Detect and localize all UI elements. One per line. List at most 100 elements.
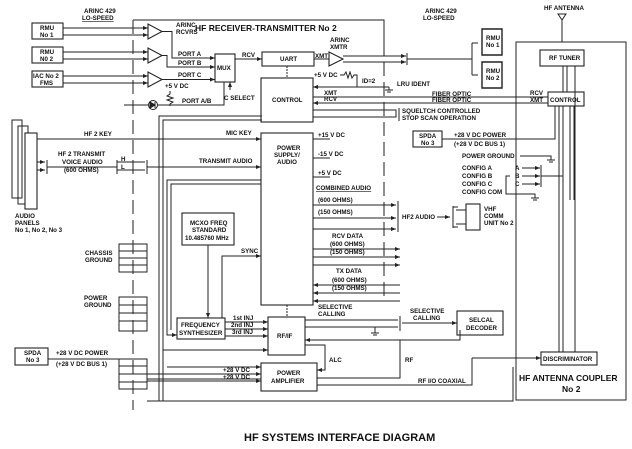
- inj2-label: 2nd INJ: [231, 322, 254, 329]
- mcxo-l3: 10.485760 MHz: [185, 235, 229, 242]
- lo-speed-right-label: LO-SPEED: [423, 15, 455, 22]
- spda-bottom-power-label: +28 V DC POWER: [56, 350, 109, 357]
- arinc-receiver-3: [147, 71, 164, 88]
- discriminator-label: DISCRIMINATOR: [543, 356, 593, 363]
- rmu2-right-l1: RMU: [486, 68, 501, 75]
- spda-top-bus-label: (+28 V DC BUS 1): [454, 141, 505, 148]
- diode-icon: [148, 100, 158, 110]
- coupler-rcv-label: RCV: [530, 90, 544, 97]
- synth-l1: FREQUENCY: [181, 322, 221, 329]
- rmu-no1-right: [481, 28, 503, 56]
- rmu2-left-l1: RMU: [40, 49, 55, 56]
- rcv-fo-label: RCV: [324, 96, 338, 103]
- mcxo-l1: MCXO FREQ: [190, 220, 228, 227]
- audio-panel-1: [24, 132, 38, 210]
- spda-top-l2: No 3: [421, 140, 435, 147]
- arinc429-left-label: ARINC 429: [84, 8, 116, 15]
- squelch-label-2: STOP SCAN OPERATION: [402, 115, 476, 122]
- power-supply-audio-block: [260, 132, 314, 306]
- pin-b: B: [515, 173, 520, 180]
- selective-calling-label-1b: CALLING: [318, 311, 346, 318]
- selective-calling-label-2: SELECTIVE: [410, 308, 444, 315]
- fiber-optic-label-2: FIBER OPTIC: [432, 97, 472, 104]
- power-ground-left-label-2: GROUND: [84, 302, 112, 309]
- pin-a: A: [515, 165, 520, 172]
- selcal-l2: DECODER: [466, 325, 497, 332]
- config-c-label: CONFIG C: [462, 181, 493, 188]
- antenna-coupler-title-1: HF ANTENNA COUPLER: [519, 373, 618, 383]
- port-b-label: PORT B: [178, 60, 202, 67]
- chassis-ground-label-1: CHASSIS: [85, 250, 113, 257]
- rmu2-right-l2: No 2: [486, 75, 500, 82]
- c-select-label: C SELECT: [224, 95, 255, 102]
- selcal-l1: SELCAL: [469, 317, 494, 324]
- rmu1-right-l2: No 1: [486, 42, 500, 49]
- plus5vdc-right-label: +5 V DC: [314, 72, 338, 79]
- iac-l1: IAC No 2: [33, 73, 59, 80]
- chassis-ground-label-2: GROUND: [85, 257, 113, 264]
- rf-tuner-block: [539, 49, 585, 67]
- iac-fms: [31, 70, 64, 88]
- rf-if-block: [267, 316, 306, 356]
- plus5vdc-left-label: +5 V DC: [165, 83, 189, 90]
- config-com-label: CONFIG COM: [462, 189, 502, 196]
- power-ground-block: [118, 296, 148, 332]
- antenna-coupler-outline: [515, 41, 627, 401]
- id2-label: ID=2: [362, 78, 376, 85]
- rf-io-coaxial-label: RF I/O COAXIAL: [418, 378, 466, 385]
- selcal-decoder-block: [456, 310, 504, 336]
- mcxo-l2: STANDARD: [192, 227, 227, 234]
- combined-audio-label: COMBINED AUDIO: [316, 185, 371, 192]
- alc-label: ALC: [329, 357, 342, 364]
- p28-b-label: +28 V DC: [223, 374, 251, 381]
- port-a-label: PORT A: [178, 51, 202, 58]
- receiver-transmitter-title: HF RECEIVER-TRANSMITTER No 2: [195, 23, 337, 33]
- xmt-label: XMT: [315, 53, 328, 60]
- audio-panels-label-3: No 1, No 2, No 3: [15, 227, 63, 234]
- squelch-label-1: SQUELTCH CONTROLLED: [402, 108, 481, 115]
- power-amplifier-block: [260, 362, 318, 392]
- spda-top-power-label: +28 V DC POWER: [454, 132, 507, 139]
- ohm150-audio: (150 OHMS): [318, 209, 353, 216]
- control-block: [260, 77, 314, 123]
- spda-bottom-l2: No 3: [26, 357, 40, 364]
- pa-l2: AMPLIFIER: [271, 378, 305, 385]
- rmu-no1-left: [31, 22, 64, 40]
- diagram-title: HF SYSTEMS INTERFACE DIAGRAM: [244, 432, 435, 444]
- tx-data-label: TX DATA: [336, 268, 362, 275]
- mux-label: MUX: [217, 65, 232, 72]
- hf2-tx-label-2: VOICE AUDIO: [62, 159, 103, 166]
- arinc-transmitter: [328, 51, 345, 67]
- audio-panels-label-1: AUDIO: [15, 213, 35, 220]
- inj1-label: 1st INJ: [233, 315, 254, 322]
- power-ground-right-label: POWER GROUND: [462, 153, 515, 160]
- audio-panel-3: [11, 119, 23, 199]
- plus15vdc-label: +15 V DC: [318, 132, 346, 139]
- pa-l1: POWER: [277, 370, 301, 377]
- mux-block: [214, 53, 236, 83]
- rmu1-right-l1: RMU: [486, 35, 501, 42]
- port-c-label: PORT C: [178, 72, 202, 79]
- hf2-key-label: HF 2 KEY: [84, 131, 113, 138]
- ohm600-rcv: (600 OHMS): [330, 241, 365, 248]
- power-supply-label-3: AUDIO: [277, 159, 297, 166]
- hf2-tx-label-3: (600 OHMS): [64, 167, 99, 174]
- fiber-optic-label-1: FIBER OPTIC: [432, 91, 472, 98]
- uart-label: UART: [280, 56, 297, 63]
- hf2-audio-label: HF2 AUDIO: [402, 214, 435, 221]
- iac-l2: FMS: [40, 80, 53, 87]
- audio-panels-label-2: PANELS: [15, 220, 40, 227]
- rmu1-left-l1: RMU: [40, 25, 55, 32]
- lo-speed-left-label: LO-SPEED: [82, 15, 114, 22]
- selective-calling-label-2b: CALLING: [413, 315, 441, 322]
- lru-ident-label: LRU IDENT: [397, 81, 430, 88]
- xmt-fo-label: XMT: [324, 90, 337, 97]
- spda-bottom-bus-label: (+28 V DC BUS 1): [56, 361, 107, 368]
- arinc-rcvrs-label2: RCVRS: [176, 29, 198, 36]
- spda-bottom-l1: SPDA: [24, 350, 42, 357]
- rmu-no2-right: [481, 61, 503, 89]
- rcv-data-label: RCV DATA: [332, 233, 364, 240]
- vhf-l1: VHF: [484, 206, 497, 213]
- coupler-control-label: CONTROL: [550, 97, 581, 104]
- rf-label: RF: [405, 357, 413, 364]
